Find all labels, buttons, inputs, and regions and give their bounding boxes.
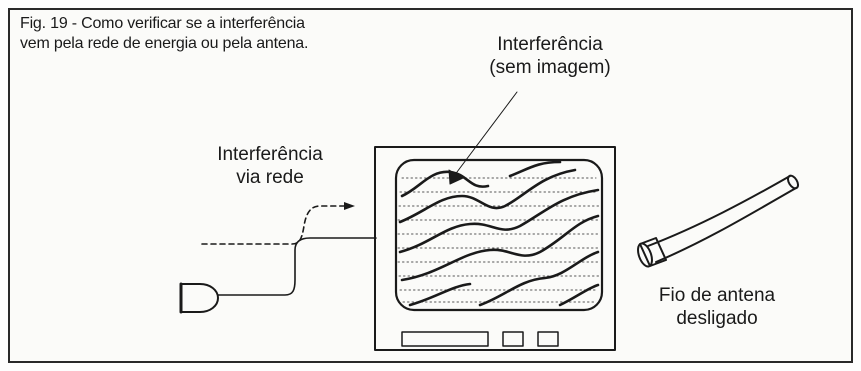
caption-line-2: vem pela rede de energia ou pela antena. [20,35,309,52]
label-interference-network-line-1: Interferência [217,144,323,165]
label-antenna-wire-line-1: Fio de antena [658,285,776,306]
tv-knob-2 [537,331,559,347]
tv-screen [394,158,604,312]
tv-set-icon [374,146,616,351]
power-plug-icon [180,283,219,313]
interference-arrow-icon [344,202,355,210]
arrow-icon [448,169,464,185]
label-antenna-wire-line-2: desligado [676,308,758,329]
tv-interference-pattern [398,160,600,307]
label-antenna-wire: Fio de antena desligado [632,284,802,330]
caption-line-1: Fig. 19 - Como verificar se a interferên… [20,15,305,32]
label-interference-screen: Interferência (sem imagem) [470,33,630,79]
tv-control-bar [401,331,489,347]
power-cord [217,237,377,296]
label-interference-network-line-2: via rede [236,167,304,188]
figure-caption: Fig. 19 - Como verificar se a interferên… [20,14,308,54]
tv-knob-1 [502,331,524,347]
figure-frame [8,8,853,363]
label-interference-screen-line-2: (sem imagem) [489,57,611,78]
label-interference-network: Interferência via rede [180,143,360,189]
label-interference-screen-line-1: Interferência [497,34,603,55]
pointer-line [453,91,518,177]
antenna-cable-icon [637,174,800,268]
tv-scan-lines [397,177,601,303]
